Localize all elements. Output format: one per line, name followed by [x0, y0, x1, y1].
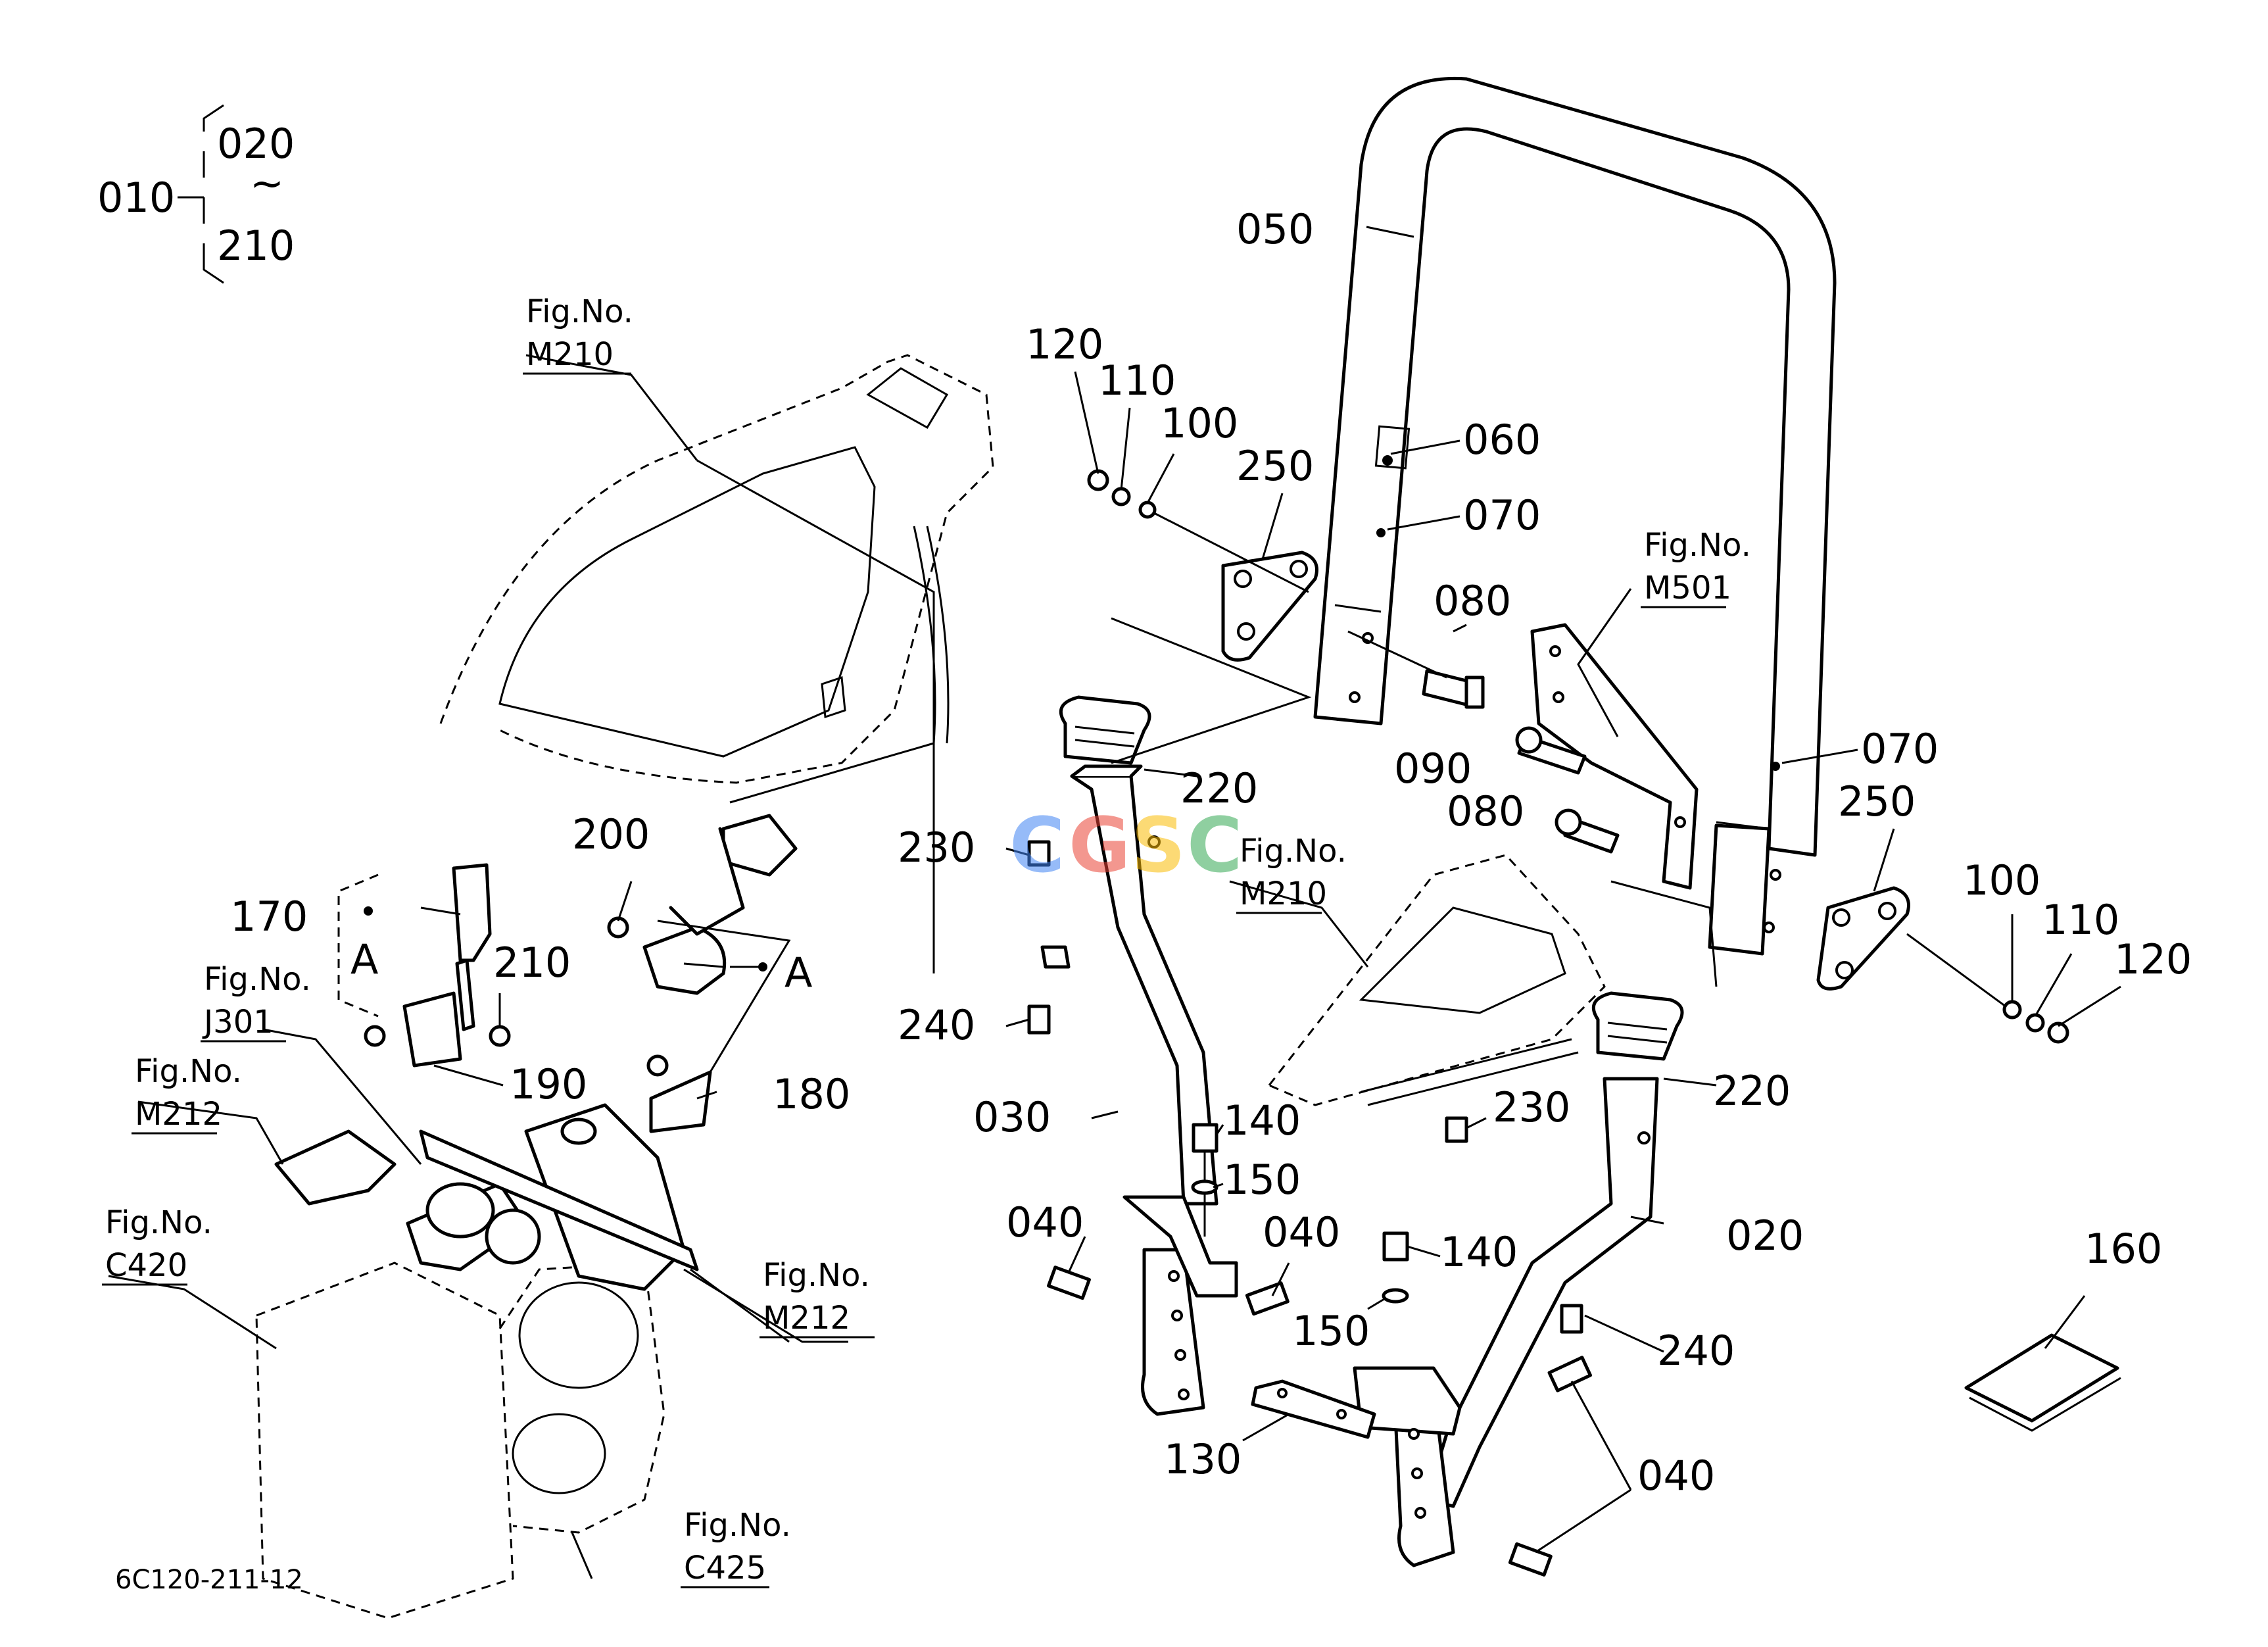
label-150-b: 150	[1292, 1307, 1370, 1355]
assembly-range-start: 020	[217, 120, 295, 168]
fig-ref-m212-left-line2: M212	[135, 1096, 222, 1133]
label-140-a: 140	[1223, 1096, 1301, 1144]
label-160: 160	[2085, 1225, 2162, 1273]
fig-ref-m212-left: Fig.No. M212	[135, 1053, 242, 1133]
fig-ref-m501-line2: M501	[1644, 570, 1731, 606]
fig-ref-j301-line2: J301	[202, 1004, 274, 1041]
label-180: 180	[773, 1070, 850, 1118]
drawing-code: 6C120-211-12	[115, 1565, 303, 1595]
leader-lines	[108, 226, 2121, 1579]
assembly-bracket: 010 020 ~ 210	[97, 104, 295, 284]
part-labels: 050 060 070 080 070 090 080 120 110 100 …	[230, 205, 2192, 1500]
label-040-c: 040	[1637, 1452, 1715, 1500]
label-100-a: 100	[1161, 399, 1238, 447]
hardware-bolts	[1027, 840, 1593, 1577]
label-150-a: 150	[1223, 1156, 1301, 1204]
label-210: 210	[493, 939, 571, 987]
label-130: 130	[1164, 1435, 1242, 1483]
label-110-b: 110	[2042, 896, 2119, 944]
fig-ref-c420-line2: C420	[105, 1247, 187, 1284]
label-250-a: 250	[1236, 442, 1314, 490]
assembly-range-end: 210	[217, 222, 295, 270]
watermark-letter-3: S	[1131, 802, 1186, 890]
label-100-b: 100	[1963, 856, 2040, 904]
rops-upper-frame	[1313, 76, 1837, 956]
label-220-b: 220	[1713, 1067, 1791, 1115]
fig-ref-m210-upper-line2: M210	[526, 336, 614, 373]
assembly-number: 010	[97, 174, 175, 222]
label-220-a: 220	[1180, 764, 1258, 812]
bolts-080-090	[1347, 630, 1620, 854]
fig-ref-m501: Fig.No. M501	[1644, 527, 1751, 606]
label-070-a: 070	[1463, 491, 1541, 539]
label-110-a: 110	[1098, 356, 1176, 405]
label-020: 020	[1726, 1212, 1804, 1260]
fig-ref-c425-line1: Fig.No.	[684, 1507, 791, 1544]
fender-panel-right	[1267, 854, 1606, 1106]
fig-ref-m212-right-line2: M212	[763, 1300, 850, 1337]
fig-ref-m210-lower-line2: M210	[1240, 875, 1327, 912]
fig-ref-j301-line1: Fig.No.	[204, 961, 311, 998]
label-240-a: 240	[898, 1001, 975, 1049]
fig-ref-m212-right: Fig.No. M212	[763, 1257, 870, 1337]
label-030: 030	[973, 1093, 1051, 1141]
left-post	[1040, 695, 1238, 1416]
mounting-plate-left	[1087, 469, 1318, 662]
label-070-b: 070	[1861, 725, 1939, 773]
label-230-a: 230	[898, 823, 975, 872]
right-post	[1353, 991, 1684, 1567]
marker-a-right-label: A	[784, 948, 812, 996]
fig-ref-c425: Fig.No. C425	[684, 1507, 791, 1586]
label-040-a: 040	[1006, 1198, 1084, 1246]
seat-belt-parts	[364, 814, 798, 1133]
label-170: 170	[230, 893, 308, 941]
label-060: 060	[1463, 416, 1541, 464]
label-240-b: 240	[1657, 1327, 1735, 1375]
label-230-b: 230	[1493, 1083, 1570, 1131]
plate-130	[1251, 1379, 1376, 1439]
label-050: 050	[1236, 205, 1314, 253]
assembly-range-sep: ~	[250, 159, 284, 207]
label-090: 090	[1394, 745, 1472, 793]
fig-ref-m210-lower: Fig.No. M210	[1240, 833, 1347, 912]
watermark-letter-4: C	[1187, 802, 1242, 890]
fig-ref-m210-lower-line1: Fig.No.	[1240, 833, 1347, 870]
fig-references: Fig.No. M210 Fig.No. M210 Fig.No. M501 F…	[102, 293, 1751, 1588]
watermark-letter-2: G	[1069, 802, 1130, 890]
fig-ref-m210-upper: Fig.No. M210	[526, 293, 633, 373]
label-250-b: 250	[1838, 777, 1916, 825]
fig-ref-m212-left-line1: Fig.No.	[135, 1053, 242, 1090]
label-120-a: 120	[1026, 320, 1103, 368]
mounting-plate-right	[1816, 886, 2069, 1044]
label-040-b: 040	[1263, 1208, 1340, 1256]
label-080-a: 080	[1434, 577, 1511, 625]
transmission-housing	[255, 1103, 699, 1619]
operator-manual	[1964, 1333, 2121, 1432]
watermark-logo: C G S C	[1009, 802, 1242, 890]
fig-ref-m210-upper-line1: Fig.No.	[526, 293, 633, 330]
fig-ref-c420-line1: Fig.No.	[105, 1204, 212, 1241]
fender-panel-left	[439, 354, 994, 804]
label-140-b: 140	[1440, 1228, 1518, 1276]
fig-ref-m212-right-line1: Fig.No.	[763, 1257, 870, 1294]
seat-belt-bracket	[1530, 623, 1699, 890]
fig-ref-j301: Fig.No. J301	[202, 961, 311, 1041]
fig-ref-m501-line1: Fig.No.	[1644, 527, 1751, 564]
detail-marker-a-left: A	[337, 873, 379, 1018]
label-200: 200	[572, 810, 650, 858]
label-120-b: 120	[2114, 935, 2192, 983]
watermark-letter-1: C	[1009, 802, 1065, 890]
marker-a-left-label: A	[350, 935, 378, 983]
fig-ref-c425-line2: C425	[684, 1550, 766, 1586]
label-190: 190	[510, 1060, 587, 1108]
label-080-b: 080	[1447, 787, 1524, 835]
detail-marker-a-right: A	[730, 948, 812, 996]
fig-ref-c420: Fig.No. C420	[105, 1204, 212, 1284]
